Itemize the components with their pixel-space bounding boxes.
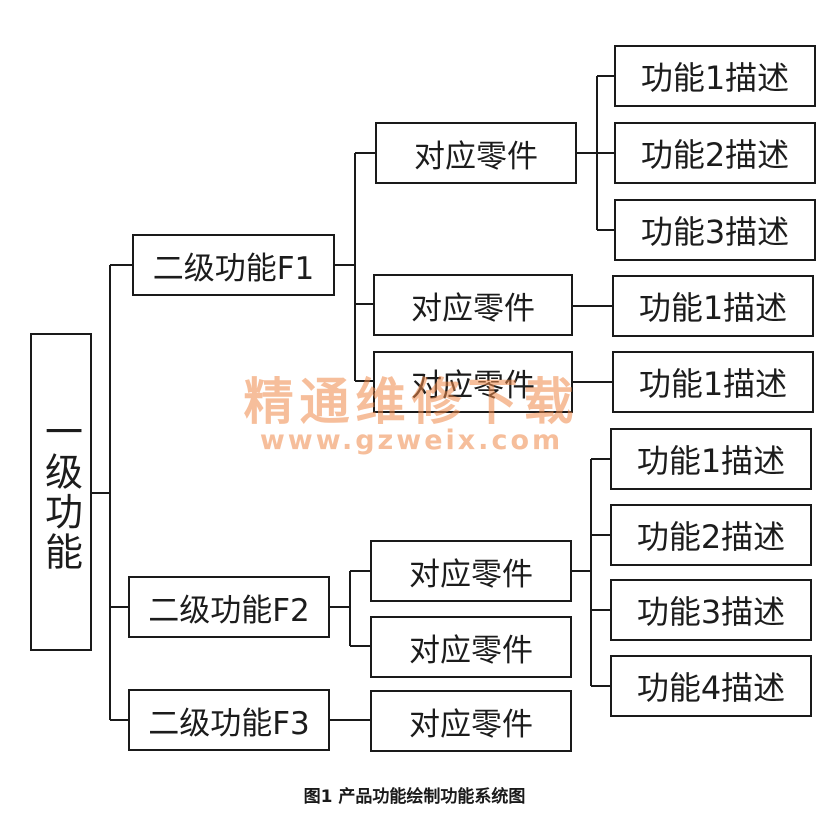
node-level2-f2: 二级功能F2 [128,576,330,638]
node-description-9: 功能4描述 [610,655,812,717]
node-level2-f1: 二级功能F1 [132,234,335,296]
node-description-6: 功能1描述 [610,428,812,490]
node-description-7: 功能2描述 [610,504,812,566]
figure-caption: 图1 产品功能绘制功能系统图 [303,787,526,807]
node-description-5: 功能1描述 [612,351,814,413]
node-level2-f3: 二级功能F3 [128,689,330,751]
node-description-3: 功能3描述 [614,199,816,261]
node-part-2: 对应零件 [373,274,573,336]
node-part-3: 对应零件 [373,351,573,413]
node-part-6: 对应零件 [370,690,572,752]
root-node-level1-function: 一级功能 [30,333,92,651]
node-part-4: 对应零件 [370,540,572,602]
node-description-8: 功能3描述 [610,579,812,641]
node-description-2: 功能2描述 [614,122,816,184]
node-part-1: 对应零件 [375,122,577,184]
node-description-4: 功能1描述 [612,275,814,337]
node-part-5: 对应零件 [370,616,572,678]
node-description-1: 功能1描述 [614,45,816,107]
